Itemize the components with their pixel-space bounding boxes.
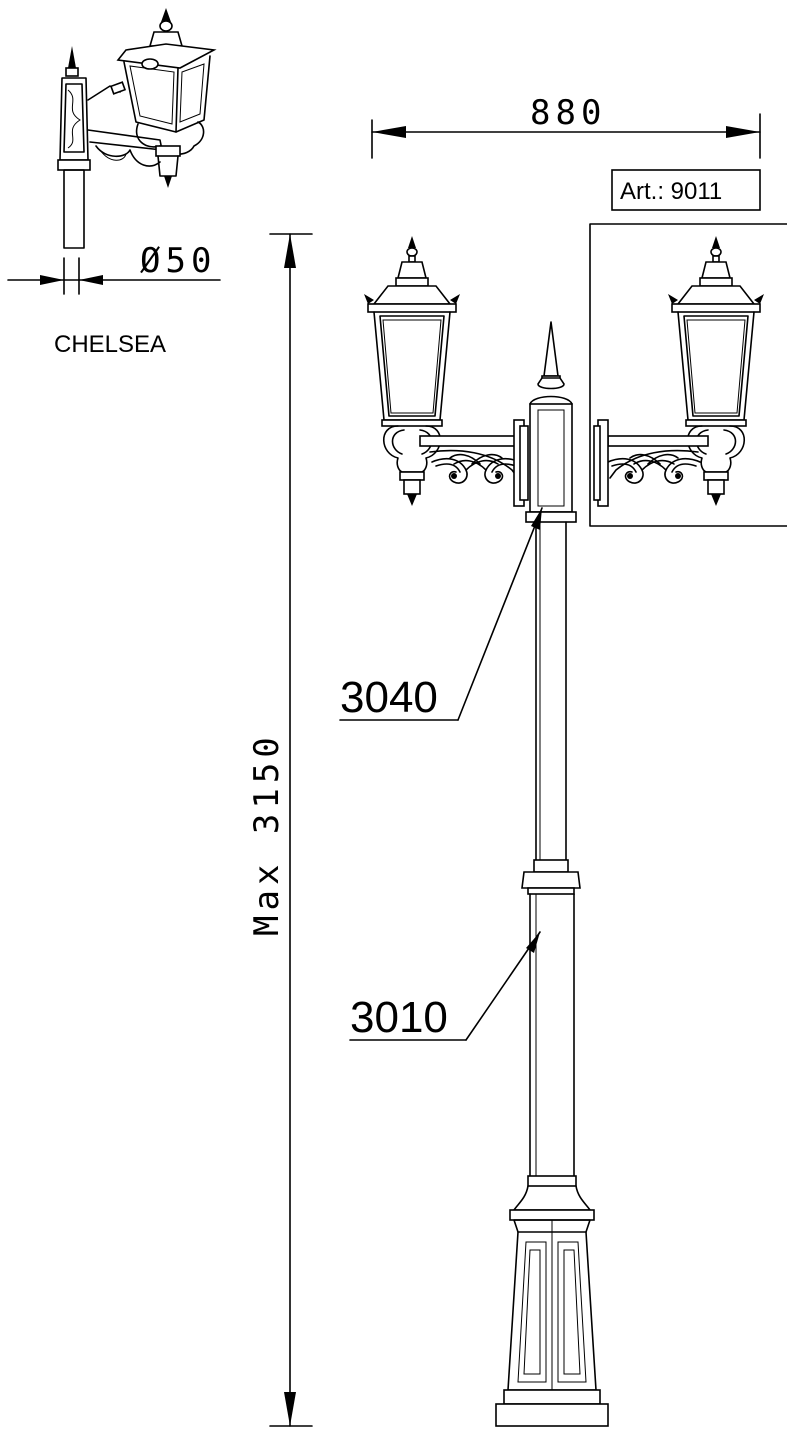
height-dimension xyxy=(269,233,313,1427)
bracket-plates xyxy=(513,419,609,507)
product-name: CHELSEA xyxy=(54,331,166,358)
right-lantern xyxy=(667,235,765,507)
isometric-lamp-view xyxy=(57,8,217,249)
diameter-label: Ø50 xyxy=(140,241,216,281)
width-dimension-label: 880 xyxy=(530,93,606,133)
right-arm xyxy=(607,435,709,484)
left-lantern xyxy=(363,235,461,507)
width-dimension xyxy=(371,113,761,159)
callout-3010-leader xyxy=(349,931,541,1041)
left-arm xyxy=(419,435,521,484)
height-dimension-label: Max 3150 xyxy=(247,732,287,936)
lamp-post xyxy=(495,321,609,1427)
callout-3040-leader xyxy=(339,507,543,721)
article-number: Art.: 9011 xyxy=(620,178,722,205)
callout-3040-label: 3040 xyxy=(340,673,438,722)
diameter-dimension xyxy=(7,257,221,295)
callout-3010-label: 3010 xyxy=(350,993,448,1042)
detail-frame xyxy=(589,223,787,527)
article-box xyxy=(611,169,761,211)
